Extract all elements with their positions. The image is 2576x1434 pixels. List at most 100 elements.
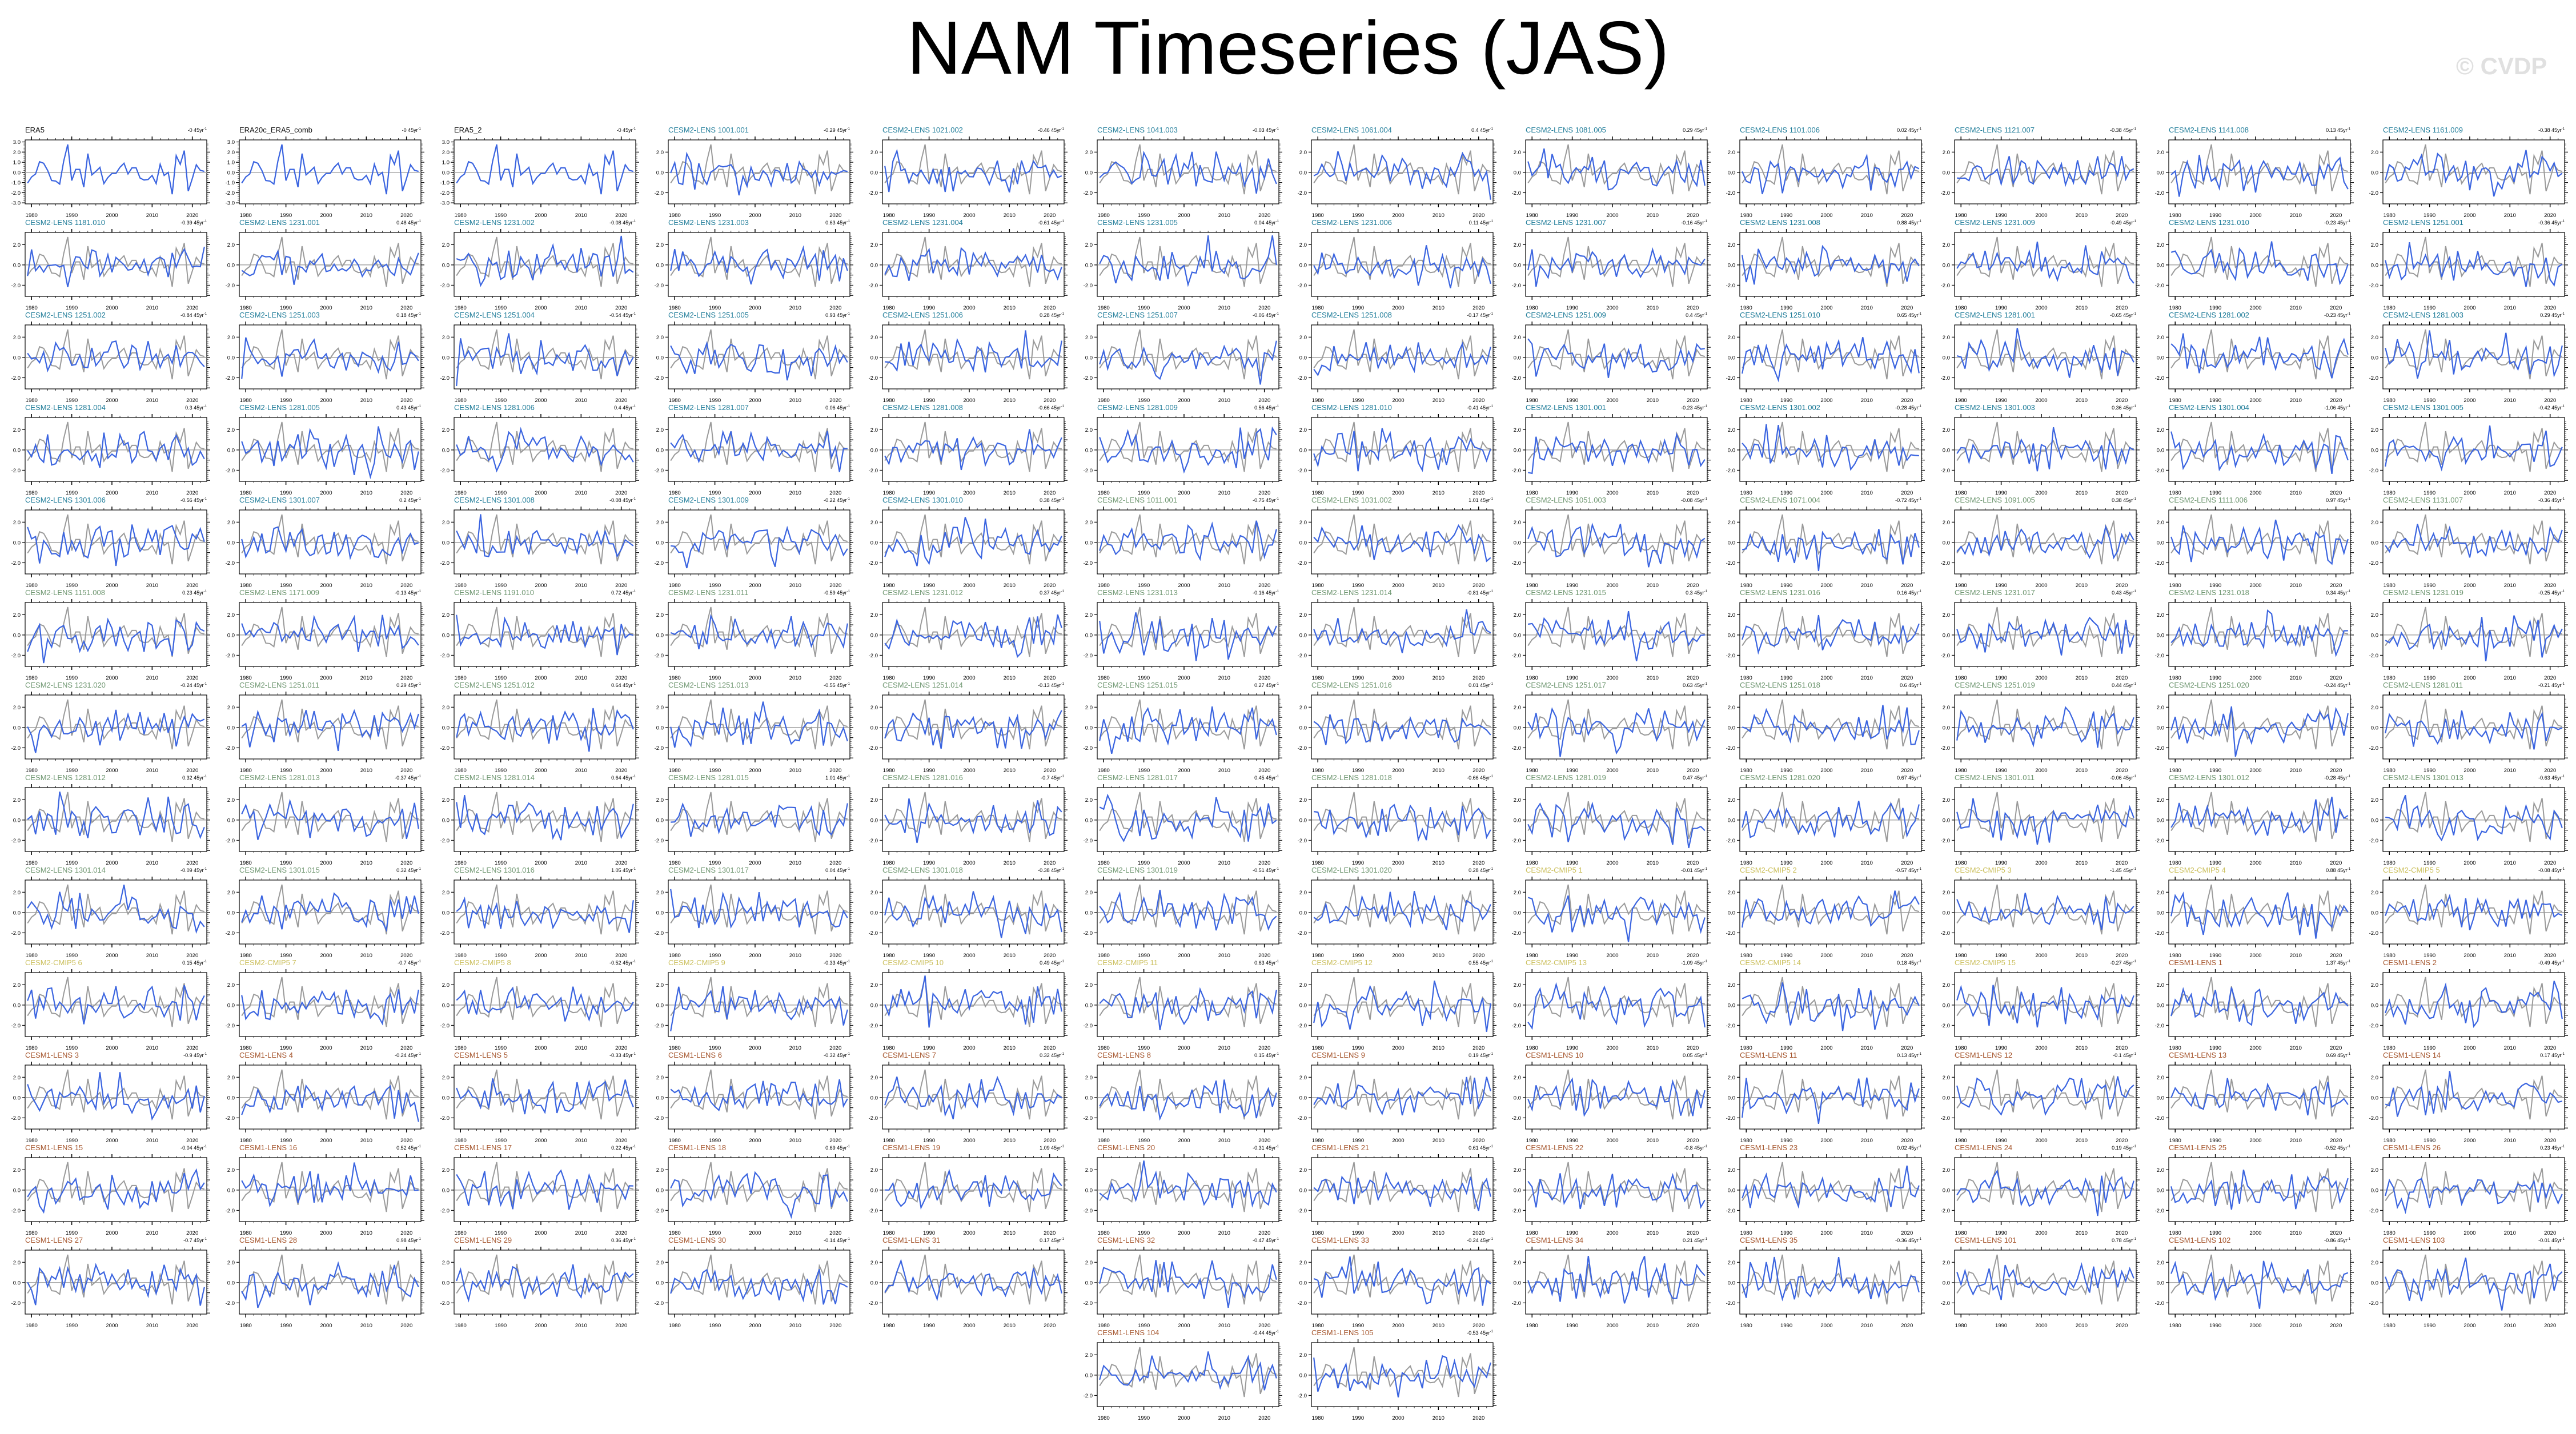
y-tick-label: -2.0	[226, 283, 235, 289]
x-tick-label: 2000	[2464, 397, 2476, 404]
x-tick-label: 2020	[1687, 305, 1699, 311]
trend-unit: 45yr	[194, 312, 204, 318]
x-tick-label: 2020	[186, 397, 198, 404]
trend-label: 0.3 45yr-1	[185, 405, 207, 411]
panel-title: CESM2-LENS 1021.002	[882, 126, 963, 134]
y-tick-label: 0.0	[1299, 170, 1307, 176]
panel-title: CESM2-LENS 1301.008	[454, 496, 535, 504]
plot-frame	[882, 232, 1065, 297]
model-series-line	[1098, 235, 1277, 287]
trend-exponent: -1	[2133, 127, 2136, 131]
x-tick-label: 1990	[280, 490, 292, 496]
x-tick-label: 2010	[1647, 490, 1659, 496]
x-tick-label: 2000	[2249, 490, 2261, 496]
trend-label: 0.29 45yr-1	[2540, 312, 2565, 318]
y-tick-label: 2.0	[1728, 242, 1735, 248]
x-tick-label: 2020	[615, 305, 627, 311]
model-series-line	[670, 151, 848, 196]
trend-value: -0.28	[1896, 405, 1909, 411]
y-tick-label: -2.0	[2369, 190, 2378, 196]
x-tick-label: 2020	[615, 583, 627, 589]
trend-exponent: -1	[847, 220, 850, 223]
y-tick-label: 0.0	[13, 447, 21, 453]
x-tick-label: 2000	[749, 212, 761, 219]
trend-label: 0.11 45yr-1	[1469, 220, 1494, 226]
y-tick-label: 0.0	[2157, 170, 2164, 176]
panel-title: CESM2-LENS 1251.002	[25, 311, 106, 319]
model-series-line	[1742, 153, 1920, 195]
y-tick-label: 2.0	[442, 335, 449, 341]
panel-title: CESM2-LENS 1301.002	[1740, 403, 1820, 412]
x-tick-label: 2000	[535, 212, 547, 219]
y-tick-label: -2.0	[869, 468, 878, 474]
x-tick-label: 2010	[1004, 305, 1016, 311]
y-tick-label: 0.0	[870, 355, 878, 361]
plot-frame	[2168, 232, 2351, 297]
x-tick-label: 2020	[2116, 212, 2128, 219]
x-tick-label: 1990	[495, 583, 507, 589]
x-tick-label: 1990	[280, 583, 292, 589]
x-tick-label: 1990	[1995, 212, 2007, 219]
x-tick-label: 2020	[400, 490, 412, 496]
y-tick-label: 1.0	[227, 160, 235, 166]
x-tick-label: 2020	[1258, 305, 1270, 311]
trend-exponent: -1	[1490, 220, 1493, 223]
trend-label: 0.4 45yr-1	[1686, 312, 1708, 318]
trend-label: -0.17 45yr-1	[1467, 312, 1494, 318]
y-tick-label: 3.0	[442, 139, 449, 146]
y-tick-label: 0.0	[870, 447, 878, 453]
x-tick-label: 2010	[575, 212, 587, 219]
plot-frame	[239, 232, 422, 297]
x-tick-label: 2020	[1472, 397, 1484, 404]
trend-exponent: -1	[1275, 405, 1279, 408]
model-series-line	[2385, 425, 2563, 472]
obs-series-line	[2170, 236, 2349, 287]
y-tick-label: -2.0	[869, 283, 878, 289]
panel-title: CESM2-LENS 1281.001	[1955, 311, 2035, 319]
x-tick-label: 1980	[1097, 212, 1109, 219]
y-tick-label: 2.0	[1942, 335, 1949, 341]
trend-value: -0.65	[2110, 312, 2123, 318]
x-tick-label: 1990	[1138, 397, 1150, 404]
plot-frame	[2168, 324, 2351, 389]
plot-frame	[25, 139, 207, 204]
x-tick-label: 2010	[146, 397, 158, 404]
y-tick-label: 3.0	[227, 139, 235, 146]
trend-label: -0.23 45yr-1	[1681, 405, 1708, 411]
plot-frame	[882, 139, 1065, 204]
x-tick-label: 1980	[240, 212, 252, 219]
panel-title: CESM2-LENS 1251.009	[1526, 311, 1606, 319]
y-tick-label: -3.0	[11, 200, 21, 207]
trend-exponent: -1	[418, 497, 422, 501]
plot-frame	[1954, 417, 2137, 482]
trend-unit: 45yr	[1266, 127, 1276, 133]
obs-series-line	[2170, 144, 2349, 195]
x-tick-label: 2010	[1433, 212, 1445, 219]
x-tick-label: 2010	[789, 490, 801, 496]
trend-exponent: -1	[2348, 312, 2351, 316]
x-tick-label: 1990	[495, 490, 507, 496]
obs-series-line	[1742, 236, 1920, 287]
x-tick-label: 2000	[1821, 397, 1833, 404]
obs-series-line	[2385, 144, 2563, 195]
x-tick-label: 1990	[2209, 212, 2221, 219]
trend-exponent: -1	[2562, 405, 2565, 408]
